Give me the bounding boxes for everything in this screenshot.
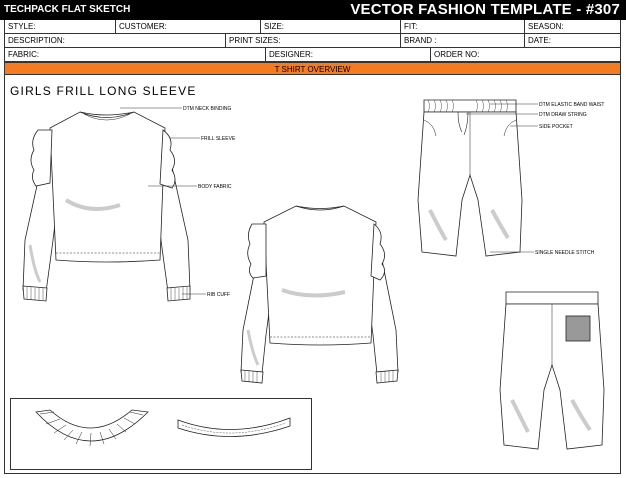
print-sizes-field[interactable]: PRINT SIZES: [225, 34, 400, 48]
garment-title: GIRLS FRILL LONG SLEEVE [10, 84, 197, 98]
fabric-field[interactable]: FABRIC: [8, 50, 40, 59]
info-grid: STYLE: CUSTOMER: SIZE: FIT: SEASON: DESC… [4, 20, 621, 62]
callout-single-needle: SINGLE NEEDLE STITCH [535, 250, 595, 256]
callout-lines [120, 103, 538, 295]
callout-frill-sleeve: FRILL SLEEVE [201, 136, 236, 142]
description-field[interactable]: DESCRIPTION: [8, 36, 65, 45]
header-bar: TECHPACK FLAT SKETCH VECTOR FASHION TEMP… [0, 0, 626, 20]
shorts-back-sketch [499, 291, 605, 450]
info-row: STYLE: CUSTOMER: SIZE: FIT: SEASON: [5, 20, 620, 34]
neck-binding-detail [177, 417, 291, 437]
customer-field[interactable]: CUSTOMER: [115, 20, 260, 34]
callout-body-fabric: BODY FABRIC [198, 184, 232, 190]
season-field[interactable]: SEASON: [524, 20, 622, 34]
neck-detail-box [10, 398, 312, 470]
info-row: DESCRIPTION: PRINT SIZES: BRAND : DATE: [5, 34, 620, 48]
date-field[interactable]: DATE: [524, 34, 622, 48]
callout-elastic-band: DTM ELASTIC BAND WAIST [539, 102, 605, 108]
designer-field[interactable]: DESIGNER: [265, 48, 430, 62]
back-top-sketch [240, 205, 399, 384]
style-field[interactable]: STYLE: [8, 22, 36, 31]
size-field[interactable]: SIZE: [260, 20, 400, 34]
sketch-frame [4, 75, 621, 474]
callout-side-pocket: SIDE POCKET [539, 124, 573, 130]
callout-draw-string: DTM DRAW STRING [539, 112, 587, 118]
section-banner: T SHIRT OVERVIEW [4, 62, 621, 75]
info-row: FABRIC: DESIGNER: ORDER NO: [5, 48, 620, 62]
fit-field[interactable]: FIT: [400, 20, 524, 34]
front-top-sketch [22, 111, 191, 302]
shorts-front-sketch [417, 99, 523, 257]
header-right-title: VECTOR FASHION TEMPLATE - #307 [350, 1, 620, 18]
callout-rib-cuff: RIB CUFF [207, 292, 231, 298]
brand-field[interactable]: BRAND : [400, 34, 524, 48]
neck-rib-detail [35, 409, 149, 447]
callout-neck-binding: DTM NECK BINDING [183, 106, 232, 112]
order-no-field[interactable]: ORDER NO: [430, 48, 622, 62]
header-left-title: TECHPACK FLAT SKETCH [4, 4, 131, 15]
